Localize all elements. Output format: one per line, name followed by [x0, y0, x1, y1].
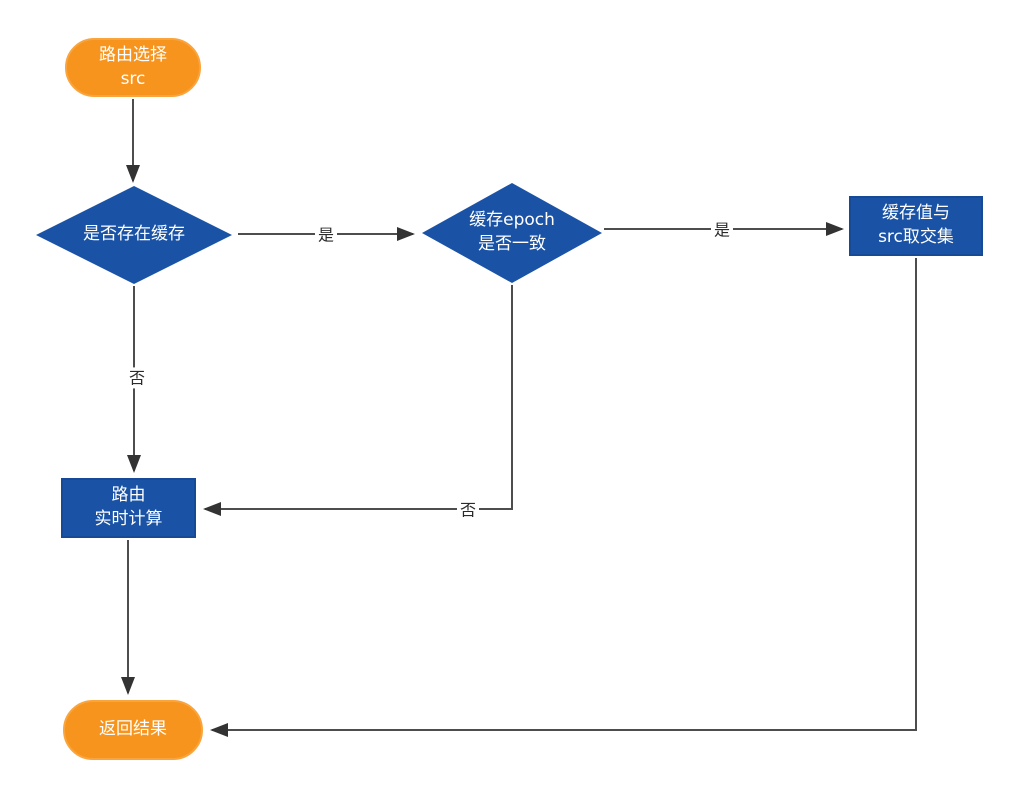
edge-label-no-2: 否 — [456, 499, 480, 521]
node-result: 返回结果 — [63, 700, 203, 760]
node-start: 路由选择 src — [65, 38, 201, 97]
edge-intersect-to-result — [210, 258, 917, 737]
edge-epoch-match-no-to-realtime — [203, 285, 513, 516]
edge-label-yes-2: 是 — [710, 219, 734, 241]
edge-label-no-1: 否 — [125, 367, 149, 389]
edge-label-yes-1: 是 — [314, 224, 338, 246]
node-realtime-compute: 路由 实时计算 — [61, 478, 196, 538]
node-intersect: 缓存值与 src取交集 — [849, 196, 983, 256]
